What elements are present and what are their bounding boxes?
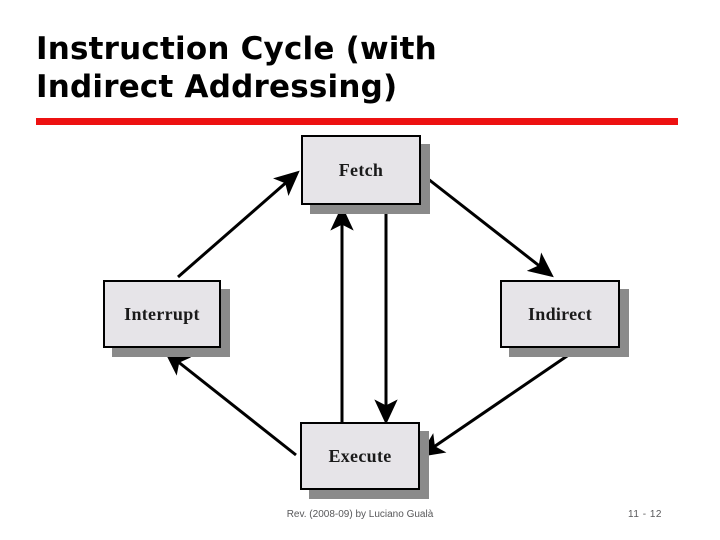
node-label-indirect: Indirect (527, 303, 593, 324)
page-title: Instruction Cycle (with Indirect Address… (36, 31, 437, 105)
diagram-node-execute[interactable]: Execute (300, 422, 420, 490)
edge-fetch-to-indirect (422, 173, 554, 278)
node-label-fetch: Fetch (338, 159, 384, 180)
footer-page-number: 11 - 12 (628, 509, 662, 520)
edge-execute-to-interrupt (164, 350, 297, 457)
diagram-node-indirect[interactable]: Indirect (500, 280, 620, 348)
edge-interrupt-to-fetch (177, 170, 300, 279)
footer-revision-note: Rev. (2008-09) by Luciano Gualà (286, 509, 434, 520)
edge-indirect-to-execute (419, 352, 571, 458)
diagram-arrows (164, 170, 571, 458)
node-label-execute: Execute (328, 445, 392, 466)
diagram-node-interrupt[interactable]: Interrupt (103, 280, 221, 348)
instruction-cycle-diagram: Fetch Interrupt Indirect Execute (0, 125, 720, 500)
node-label-interrupt: Interrupt (124, 303, 200, 324)
diagram-node-fetch[interactable]: Fetch (301, 135, 421, 205)
title-underline-rule (36, 118, 678, 125)
